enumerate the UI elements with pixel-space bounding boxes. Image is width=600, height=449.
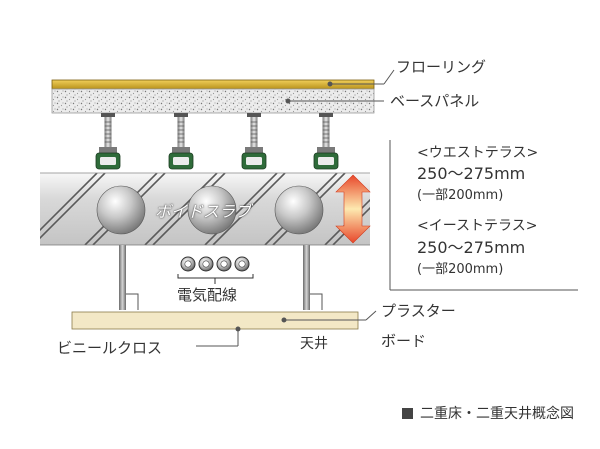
ceiling-hanger-posts	[119, 245, 323, 310]
label-ceiling: 天井	[300, 336, 328, 352]
caption-square-icon	[402, 407, 413, 419]
label-plasterboard-line1: プラスター	[381, 302, 456, 320]
spec-west-value: 250～275mm	[417, 164, 526, 183]
floor-support-pedestals	[95, 113, 339, 170]
figure-caption: 二重床・二重天井概念図	[402, 403, 574, 423]
caption-text: 二重床・二重天井概念図	[420, 406, 574, 422]
electrical-conduits	[177, 256, 254, 284]
spec-east-value: 250～275mm	[417, 238, 526, 257]
spec-west-note: (一部200mm)	[417, 188, 504, 203]
leader-lines	[196, 69, 578, 347]
label-base-panel: ベースパネル	[390, 92, 480, 110]
flooring-layer	[51, 79, 375, 90]
void-spheres	[96, 185, 324, 235]
spec-east-note: (一部200mm)	[417, 262, 504, 277]
height-arrow	[335, 174, 371, 244]
spec-east-title: <イーストテラス>	[417, 218, 538, 234]
label-plasterboard-line2: ボード	[381, 332, 427, 350]
spec-west-title: <ウエストテラス>	[417, 145, 539, 161]
label-electrical-wiring: 電気配線	[177, 286, 238, 304]
label-flooring: フローリング	[396, 58, 487, 76]
label-void-slab: ボイドスラブ	[155, 202, 252, 221]
label-vinyl-cloth: ビニールクロス	[57, 339, 163, 357]
